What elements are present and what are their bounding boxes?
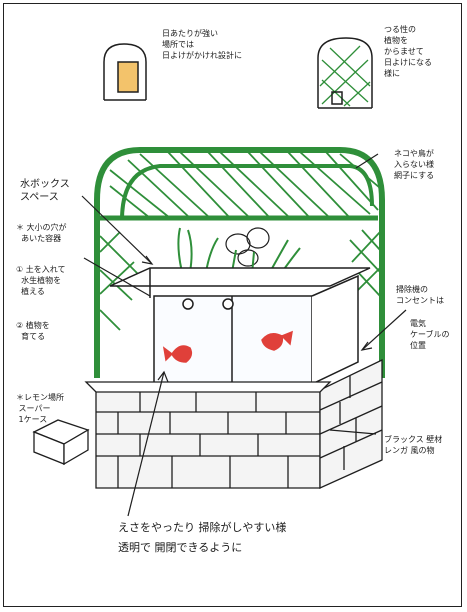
annotation-arrows (81, 153, 407, 517)
note-brick-material: ブラックス 壁材 レンガ 風の物 (384, 435, 443, 455)
caption-feeding: えさをやったり 掃除がしやすい様 (118, 521, 287, 534)
note-container: ＊ 大小の穴が あいた容器 (16, 223, 67, 243)
picture-frame (3, 3, 462, 607)
goldfish-right (261, 330, 293, 351)
note-grow-plants: ② 植物を 育てる (16, 321, 50, 341)
arched-net-cover (94, 147, 385, 378)
note-cleaner-outlet: 掃除機の コンセントは (396, 285, 444, 305)
note-climbing-plants: つる性の 植物を からませて 日よけになる 様に (384, 25, 432, 78)
small-storage-box (32, 419, 90, 466)
note-net-cover: ネコや鳥が 入らない様 網子にする (394, 149, 435, 180)
note-soil: ① 土を入れて 水生植物を 植える (16, 265, 66, 296)
goldfish-left (162, 345, 193, 363)
green-net-mini-sketch (317, 37, 373, 109)
aquatic-plants (177, 227, 301, 275)
note-sunshade: 日あたりが強い 場所では 日よけがかけれ設計に (162, 29, 242, 60)
note-water-box: 水ボックス スペース (20, 179, 70, 203)
caption-transparent-lid: 透明で 開閉できるように (118, 541, 243, 554)
brick-base (84, 358, 383, 490)
glass-tank (109, 267, 371, 385)
note-cable: 電気 ケーブルの 位置 (410, 319, 450, 350)
sunshade-mini-sketch (103, 43, 147, 101)
note-storage: ＊レモン場所 スーパー 1ケース (16, 393, 64, 424)
